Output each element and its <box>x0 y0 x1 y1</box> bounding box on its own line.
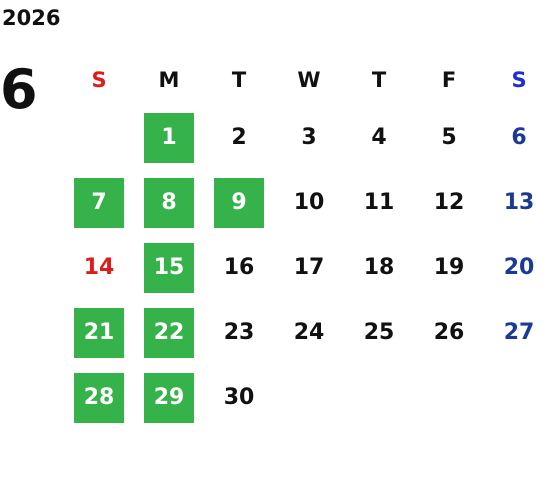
calendar-day: 10 <box>293 190 325 215</box>
calendar-day: 4 <box>371 125 387 150</box>
calendar-day-highlighted: 29 <box>144 372 194 423</box>
calendar-day-highlighted: 22 <box>144 307 194 358</box>
calendar-day: 25 <box>363 320 395 345</box>
calendar-day: 24 <box>293 320 325 345</box>
calendar-day: 26 <box>433 320 465 345</box>
calendar-day: 12 <box>433 190 465 215</box>
calendar-day: 19 <box>433 255 465 280</box>
calendar-day: 20 <box>503 255 535 280</box>
calendar-day-highlighted: 9 <box>214 177 264 228</box>
calendar-day: 2 <box>231 125 247 150</box>
weekday-header-tue: T <box>231 68 247 92</box>
calendar-day-highlighted: 21 <box>74 307 124 358</box>
calendar-day: 3 <box>301 125 317 150</box>
calendar-day: 11 <box>363 190 395 215</box>
calendar-day: 30 <box>223 385 255 410</box>
year-label: 2026 <box>2 6 61 30</box>
weekday-header-sun: S <box>91 68 107 92</box>
calendar-day: 27 <box>503 320 535 345</box>
calendar-day-highlighted: 7 <box>74 177 124 228</box>
calendar-day: 6 <box>511 125 527 150</box>
weekday-header-wed: W <box>297 68 321 92</box>
calendar-day: 17 <box>293 255 325 280</box>
weekday-header-sat: S <box>511 68 527 92</box>
month-number: 6 <box>0 58 38 121</box>
calendar-day: 23 <box>223 320 255 345</box>
calendar-day: 14 <box>83 255 115 280</box>
empty-day-cell <box>64 105 134 170</box>
calendar-day-highlighted: 28 <box>74 372 124 423</box>
calendar-day-highlighted: 1 <box>144 112 194 163</box>
calendar-day: 16 <box>223 255 255 280</box>
calendar-day: 18 <box>363 255 395 280</box>
weekday-header-mon: M <box>158 68 180 92</box>
weekday-header-thu: T <box>371 68 387 92</box>
calendar-day: 5 <box>441 125 457 150</box>
weekday-header-fri: F <box>441 68 457 92</box>
calendar-day: 13 <box>503 190 535 215</box>
calendar-day-highlighted: 15 <box>144 242 194 293</box>
calendar-day-highlighted: 8 <box>144 177 194 228</box>
